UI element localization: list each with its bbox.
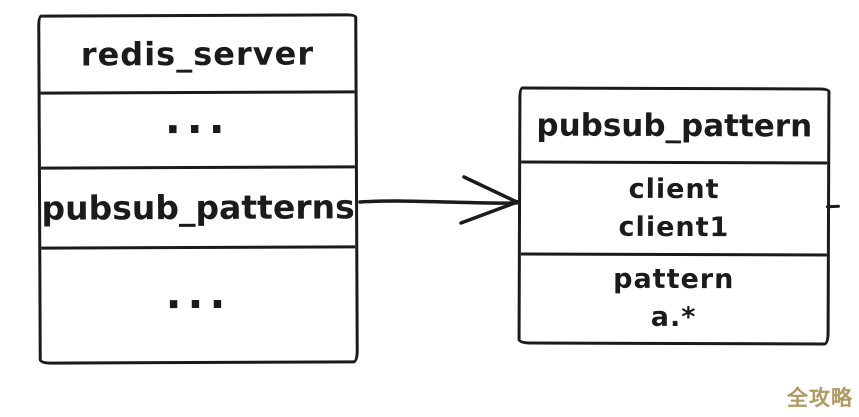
redis-server-ellipsis-row-top: ... — [40, 90, 355, 167]
client-row: client client1 — [520, 160, 828, 254]
pattern-row: pattern a.* — [520, 252, 827, 343]
ellipsis-text: ... — [165, 268, 232, 318]
ellipsis-text: ... — [164, 93, 231, 143]
redis-server-ellipsis-row-bottom: ... — [41, 245, 356, 362]
client-field-value: client1 — [618, 211, 730, 243]
pattern-field-label: pattern — [613, 263, 735, 296]
pubsub-patterns-field: pubsub_patterns — [40, 165, 356, 247]
redis-server-title: redis_server — [80, 34, 315, 74]
arrow-icon — [358, 175, 523, 225]
stray-sketch-stroke — [825, 204, 841, 209]
pattern-field-value: a.* — [650, 301, 697, 334]
redis-server-struct: redis_server ... pubsub_patterns ... — [37, 13, 359, 365]
watermark-text: 全攻略 — [787, 386, 853, 410]
pubsub-pattern-title: pubsub_pattern — [536, 107, 813, 144]
client-field-label: client — [628, 173, 720, 205]
pubsub-pattern-struct: pubsub_pattern client client1 pattern a.… — [517, 86, 831, 346]
